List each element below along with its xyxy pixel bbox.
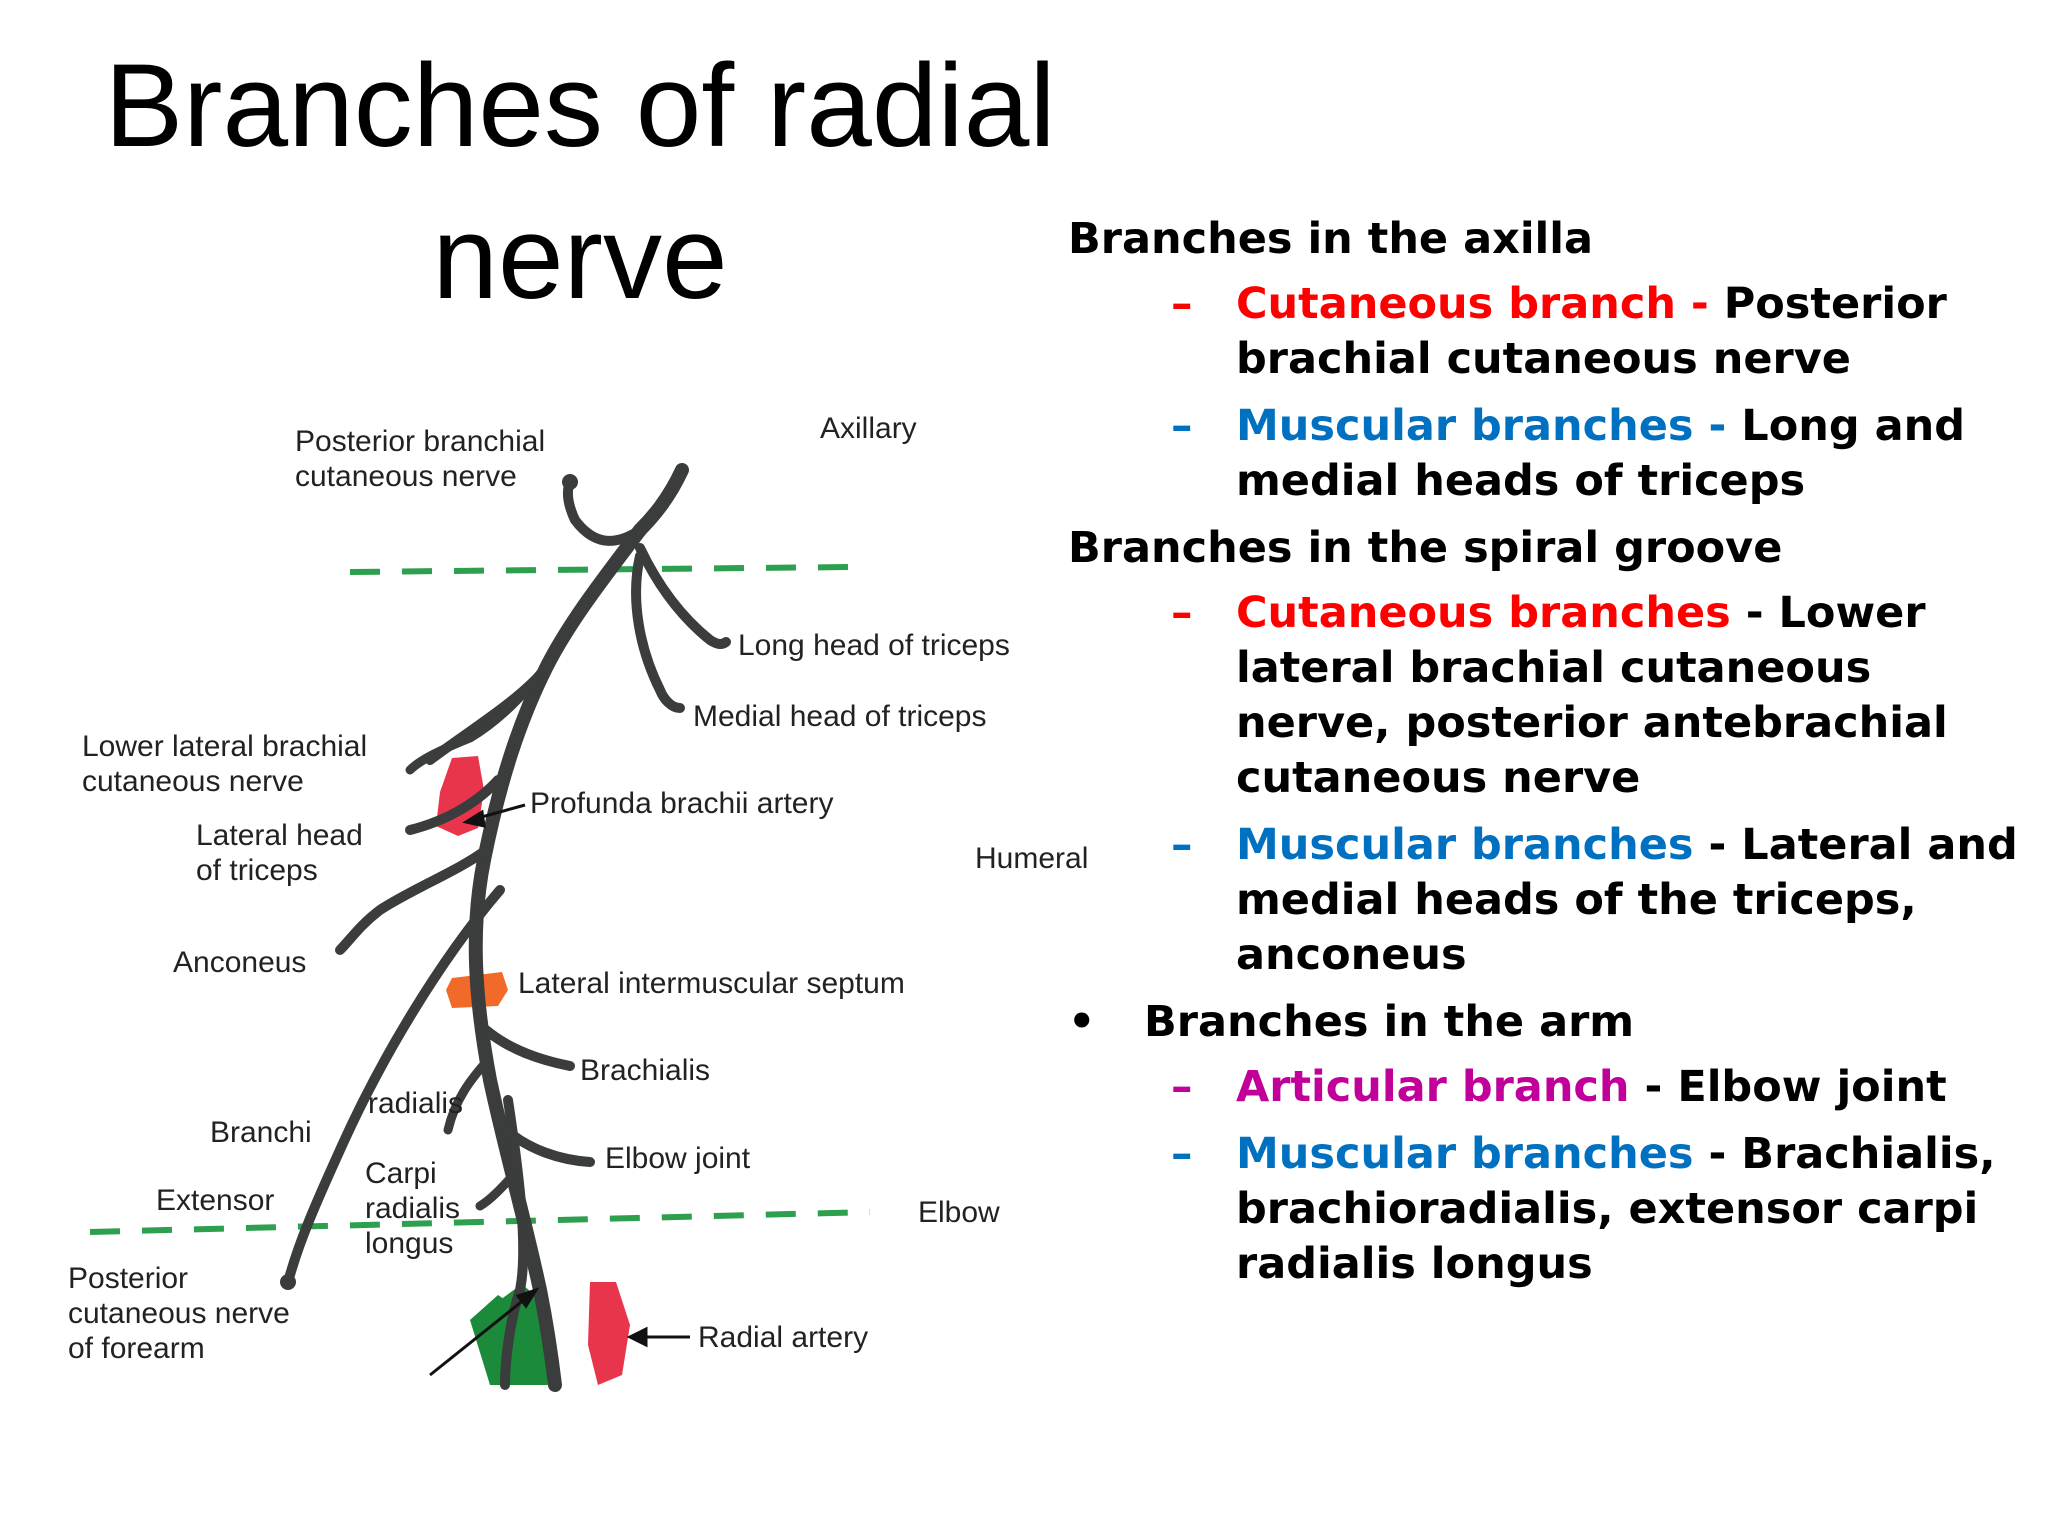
axilla-item-cutaneous: – Cutaneous branch - Posterior brachial … bbox=[1068, 277, 2028, 387]
label-radialis-2: radialis bbox=[365, 1192, 460, 1225]
term: Muscular branches bbox=[1236, 1129, 1694, 1179]
label-lateral-head-1: Lateral head bbox=[196, 819, 363, 852]
axilla-item-muscular: – Muscular branches - Long and medial he… bbox=[1068, 399, 2028, 509]
label-elbow: Elbow bbox=[918, 1196, 1000, 1229]
label-axillary: Axillary bbox=[820, 412, 917, 445]
dash-marker: – bbox=[1171, 820, 1193, 870]
axilla-heading: Branches in the axilla bbox=[1068, 214, 1594, 264]
label-brachialis: Brachialis bbox=[580, 1054, 710, 1087]
arm-item-articular: – Articular branch - Elbow joint bbox=[1068, 1060, 2028, 1115]
nerve-end-dots bbox=[280, 474, 578, 1290]
label-posterior-forearm-3: of forearm bbox=[68, 1332, 205, 1365]
label-long-head: Long head of triceps bbox=[738, 629, 1010, 662]
desc: Long and medial heads of triceps bbox=[1236, 401, 1966, 506]
spiral-heading: Branches in the spiral groove bbox=[1068, 523, 1783, 573]
term: Muscular branches bbox=[1236, 820, 1694, 870]
term: Muscular branches - bbox=[1236, 401, 1727, 451]
bullet-icon: • bbox=[1068, 997, 1096, 1047]
label-posterior-forearm-1: Posterior bbox=[68, 1262, 188, 1295]
dash-marker: – bbox=[1171, 1062, 1193, 1112]
dash-marker: – bbox=[1171, 588, 1193, 638]
arm-heading: • Branches in the arm bbox=[1068, 995, 2028, 1050]
label-radial-artery: Radial artery bbox=[698, 1321, 868, 1354]
nerve-tree bbox=[285, 463, 731, 1392]
spiral-item-cutaneous: – Cutaneous branches - Lower lateral bra… bbox=[1068, 586, 2028, 806]
arm-heading-text: Branches in the arm bbox=[1144, 997, 1635, 1047]
label-carpi: Carpi bbox=[365, 1157, 437, 1190]
title-line-2: nerve bbox=[432, 192, 728, 324]
page-title: Branches of radial nerve bbox=[60, 30, 1100, 334]
term: Articular branch bbox=[1236, 1062, 1630, 1112]
dash-marker: – bbox=[1171, 401, 1193, 451]
desc: - Elbow joint bbox=[1629, 1062, 1947, 1112]
term: Cutaneous branch - bbox=[1236, 279, 1709, 329]
desc: - Lateral and medial heads of the tricep… bbox=[1236, 820, 2018, 980]
term: Cutaneous branches bbox=[1236, 588, 1731, 638]
label-elbow-joint: Elbow joint bbox=[605, 1142, 751, 1175]
label-lower-lateral-1: Lower lateral brachial bbox=[82, 730, 367, 763]
pointer-arrows bbox=[429, 803, 690, 1377]
label-extensor: Extensor bbox=[156, 1184, 274, 1217]
desc: Posterior brachial cutaneous nerve bbox=[1236, 279, 1947, 384]
label-lateral-head-2: of triceps bbox=[196, 854, 318, 887]
radial-artery-shape bbox=[588, 1282, 630, 1385]
label-posterior-brachial-1: Posterior branchial bbox=[295, 425, 545, 458]
label-anconeus: Anconeus bbox=[173, 946, 306, 979]
elbow-dashed-line bbox=[89, 1209, 871, 1235]
label-lower-lateral-2: cutaneous nerve bbox=[82, 765, 304, 798]
axilla-dashed-line bbox=[349, 564, 851, 575]
radial-nerve-diagram: Posterior branchial cutaneous nerve Axil… bbox=[68, 412, 1088, 1392]
label-radialis: radialis bbox=[368, 1087, 463, 1120]
title-line-1: Branches of radial bbox=[104, 40, 1056, 172]
label-posterior-brachial-2: cutaneous nerve bbox=[295, 460, 517, 493]
label-medial-head: Medial head of triceps bbox=[693, 700, 987, 733]
label-longus: longus bbox=[365, 1227, 453, 1260]
desc: - Lower lateral brachial cutaneous nerve… bbox=[1236, 588, 1948, 803]
arm-item-muscular: – Muscular branches - Brachialis, brachi… bbox=[1068, 1127, 2028, 1292]
dash-marker: – bbox=[1171, 279, 1193, 329]
label-branchi: Branchi bbox=[210, 1116, 312, 1149]
desc: - Brachialis, brachioradialis, extensor … bbox=[1236, 1129, 1996, 1289]
label-profunda: Profunda brachii artery bbox=[530, 787, 834, 820]
dash-marker: – bbox=[1171, 1129, 1193, 1179]
label-humeral: Humeral bbox=[975, 842, 1088, 875]
label-septum: Lateral intermuscular septum bbox=[518, 967, 905, 1000]
label-posterior-forearm-2: cutaneous nerve bbox=[68, 1297, 290, 1330]
spiral-item-muscular: – Muscular branches - Lateral and medial… bbox=[1068, 818, 2028, 983]
branches-notes: Branches in the axilla – Cutaneous branc… bbox=[1068, 212, 2028, 1304]
